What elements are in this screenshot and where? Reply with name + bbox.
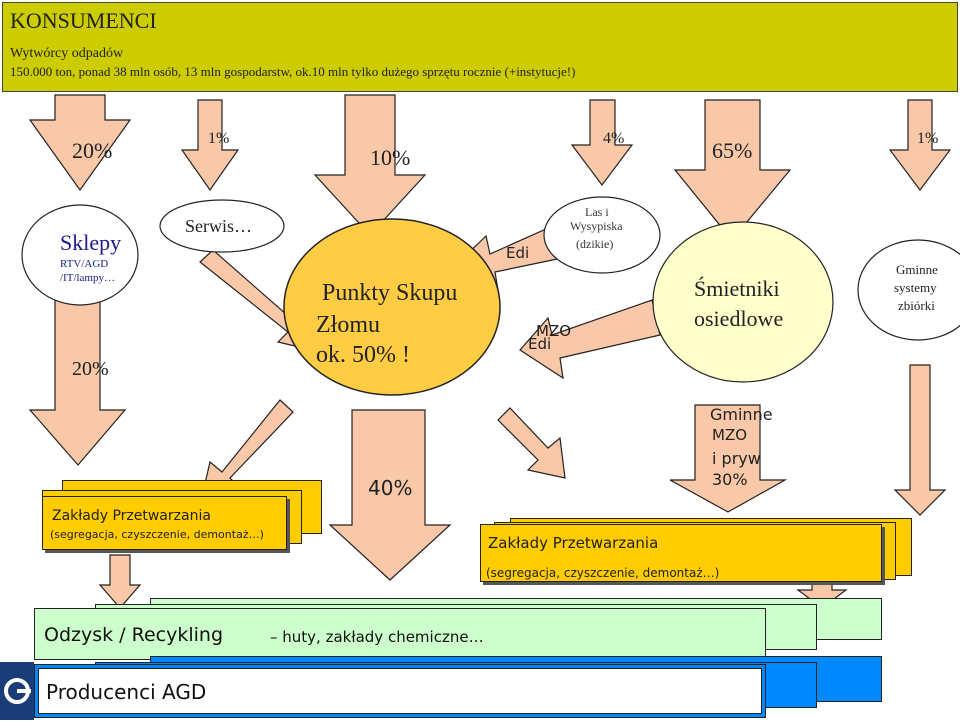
logo [0,662,34,720]
gminne-line3: zbiórki [898,298,935,313]
smietniki-line1: Śmietniki [694,276,780,301]
zaklady-right-sub: (segregacja, czyszczenie, demontaż…) [486,566,720,580]
zaklady-left-title: Zakłady Przetwarzania [52,508,211,524]
odzysk-box [34,608,766,660]
las-ellipse [543,196,661,274]
pct-4: 4% [603,130,625,147]
zaklady-right-box [480,524,882,582]
arrow-down-20b [28,299,127,466]
gminne-ellipse [857,239,960,341]
arrow-down-1a [180,99,240,192]
zaklady-right-title: Zakłady Przetwarzania [488,534,659,552]
zaklady-left-box [42,496,287,550]
pct-1b: 1% [917,130,939,147]
gmzo-line1: Gminne [710,405,773,424]
gminne-line1: Gminne [896,262,938,277]
header-title: KONSUMENCI [10,8,157,33]
pct-40: 40% [368,476,413,500]
pct-20b: 20% [72,358,109,380]
arrow-down-65 [673,99,792,241]
pct-65: 65% [712,138,753,163]
producenci-title: Producenci AGD [46,680,207,704]
arrow-zl-odzysk [98,554,142,609]
edi-bottom-label: Edi [528,335,552,353]
sklepy-sub: RTV/AGD /IT/lampy… [60,258,115,284]
gmzo-line3: i pryw [712,449,761,468]
pct-20a: 20% [72,138,113,163]
pct-1a: 1% [208,130,230,147]
arrow-long-right [893,364,947,516]
gmzo-line4: 30% [712,470,748,489]
header-panel [2,2,958,92]
las-line3: (dzikie) [576,237,614,251]
serwis-label: Serwis… [185,216,252,236]
edi-top-label: Edi [506,244,530,262]
arrow-gminne-mzo [669,404,788,513]
zaklady-left-sub: (segregacja, czyszczenie, demontaż…) [50,528,264,541]
smietniki-ellipse [652,221,834,383]
pct-10: 10% [370,145,411,170]
serwis-ellipse [159,199,285,253]
sklepy-ellipse [21,204,139,306]
header-subtitle: Wytwórcy odpadów [10,46,124,61]
punkty-line2: Złomu [316,312,380,338]
odzysk-title: Odzysk / Recykling [44,624,224,646]
gminne-line2: systemy [894,280,937,295]
arrow-40 [328,409,452,581]
header-stats: 150.000 ton, ponad 38 mln osób, 13 mln g… [10,64,576,79]
arrow-mzo [519,299,661,380]
las-line1: Las i [585,205,609,219]
las-line2: Wysypiska [570,219,623,233]
producenci-label-bg [38,668,762,714]
mzo-label: MZO [536,322,572,340]
arrow-down-20 [28,94,132,192]
punkty-line3: ok. 50% ! [316,342,410,368]
logo-icon [4,678,31,704]
smietniki-line2: osiedlowe [694,306,784,331]
sklepy-title: Sklepy [60,230,122,255]
arrow-down-10 [313,94,427,236]
arrow-right-diag [497,407,566,479]
odzysk-sub: – huty, zakłady chemiczne… [270,628,484,646]
gmzo-line2: MZO [712,426,748,444]
punkty-line1: Punkty Skupu [322,280,458,306]
arrow-down-4 [570,99,634,186]
punkty-ellipse [283,218,501,396]
arrow-down-1b [888,99,952,191]
